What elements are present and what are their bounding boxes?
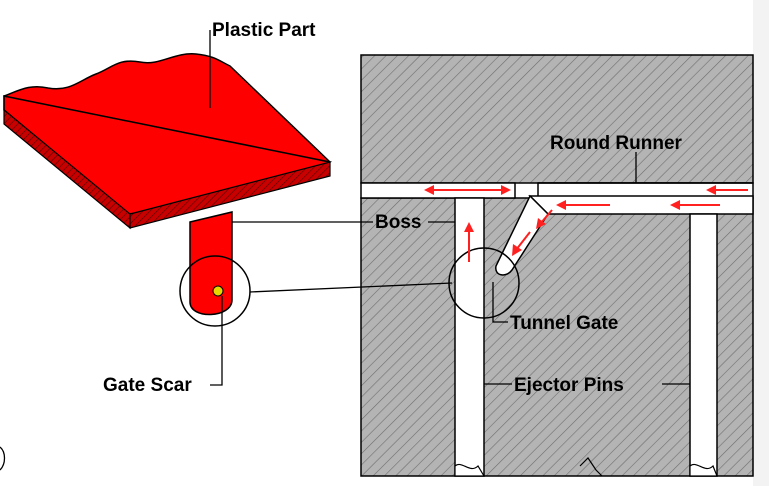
tunnel-gate: [495, 194, 549, 276]
label-plastic-part: Plastic Part: [212, 20, 316, 41]
label-round-runner: Round Runner: [550, 133, 683, 154]
flow-arrow-icon: [512, 231, 531, 256]
label-gate-scar: Gate Scar: [103, 375, 192, 396]
edge-mark: [0, 446, 6, 471]
mold-block: [360, 54, 754, 477]
plastic-part-boss: [189, 211, 233, 316]
flow-arrow-icon: [470, 185, 511, 195]
label-ejector-pins: Ejector Pins: [514, 375, 624, 396]
side-panel: [753, 0, 769, 486]
mold-upper-plate: [360, 54, 754, 184]
flow-arrows: [424, 185, 748, 262]
plastic-part: [3, 53, 333, 327]
mold-lower-plate: [360, 197, 754, 477]
leader-lines: [209, 30, 690, 386]
flow-arrow-icon: [706, 185, 748, 195]
flow-arrow-icon: [464, 222, 474, 262]
gate-scar-icon: [212, 285, 224, 297]
flow-arrow-icon: [536, 209, 553, 229]
label-boss: Boss: [375, 212, 421, 233]
label-tunnel-gate: Tunnel Gate: [510, 313, 618, 334]
gate-scar-circle: [179, 255, 251, 327]
flow-arrow-icon: [424, 185, 470, 195]
flow-arrow-icon: [556, 200, 610, 210]
ejector-pin-right: [689, 213, 718, 477]
flow-arrow-icon: [670, 200, 720, 210]
